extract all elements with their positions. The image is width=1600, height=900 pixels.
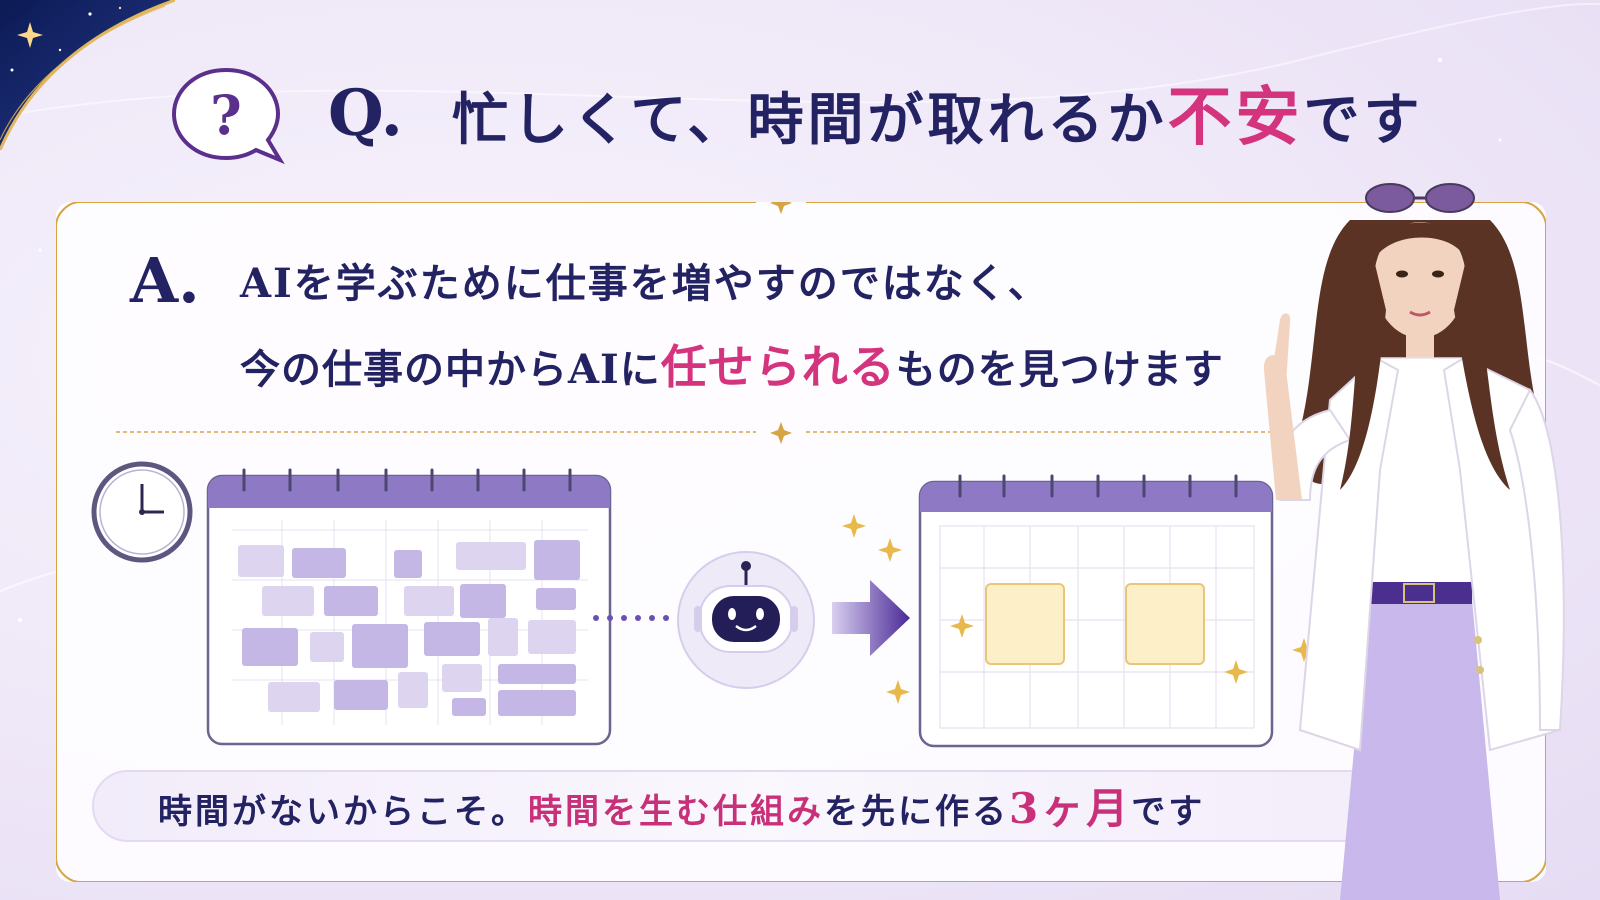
question-bubble-icon: ?: [171, 67, 285, 165]
presenter-illustration: [1263, 183, 1565, 900]
sparkle-icon: [842, 514, 1316, 704]
question-text: 忙しくて、時間が取れるか不安です: [452, 86, 1424, 150]
summary-text: 時間がないからこそ。時間を生む仕組みを先に作る3ヶ月です: [158, 784, 1205, 834]
question-text-accent: 不安: [1167, 80, 1304, 155]
arrow-right-icon: [832, 580, 910, 656]
clock-icon: [91, 461, 193, 563]
summary-part-3: を先に作る: [824, 792, 1009, 832]
answer-line-2: 今の仕事の中からAIに任せられるものを見つけます: [240, 342, 1224, 393]
summary-banner: [92, 770, 1438, 842]
dotted-connector: [593, 615, 669, 621]
summary-part-5: です: [1131, 792, 1206, 832]
starry-corner-decoration: [0, 0, 175, 150]
summary-part-2-accent: 時間を生む仕組み: [528, 792, 824, 832]
robot-icon: [677, 551, 815, 689]
summary-part-4-accent: 3ヶ月: [1009, 784, 1132, 833]
question-prefix: Q.: [328, 76, 403, 151]
answer-line-2-accent: 任せられる: [660, 340, 896, 394]
calendar-busy-icon: [206, 468, 612, 746]
question-text-main: 忙しくて、時間が取れるか: [452, 87, 1168, 153]
svg-text:?: ?: [210, 83, 242, 147]
answer-prefix: A.: [130, 244, 200, 317]
calendar-free-icon: [918, 474, 1274, 748]
answer-line-2-start: 今の仕事の中からAIに: [240, 346, 661, 393]
answer-line-2-end: ものを見つけます: [895, 346, 1224, 393]
question-text-end: です: [1303, 87, 1424, 153]
answer-line-1: AIを学ぶために仕事を増やすのではなく、: [240, 260, 1050, 307]
summary-part-1: 時間がないからこそ。: [158, 792, 528, 832]
